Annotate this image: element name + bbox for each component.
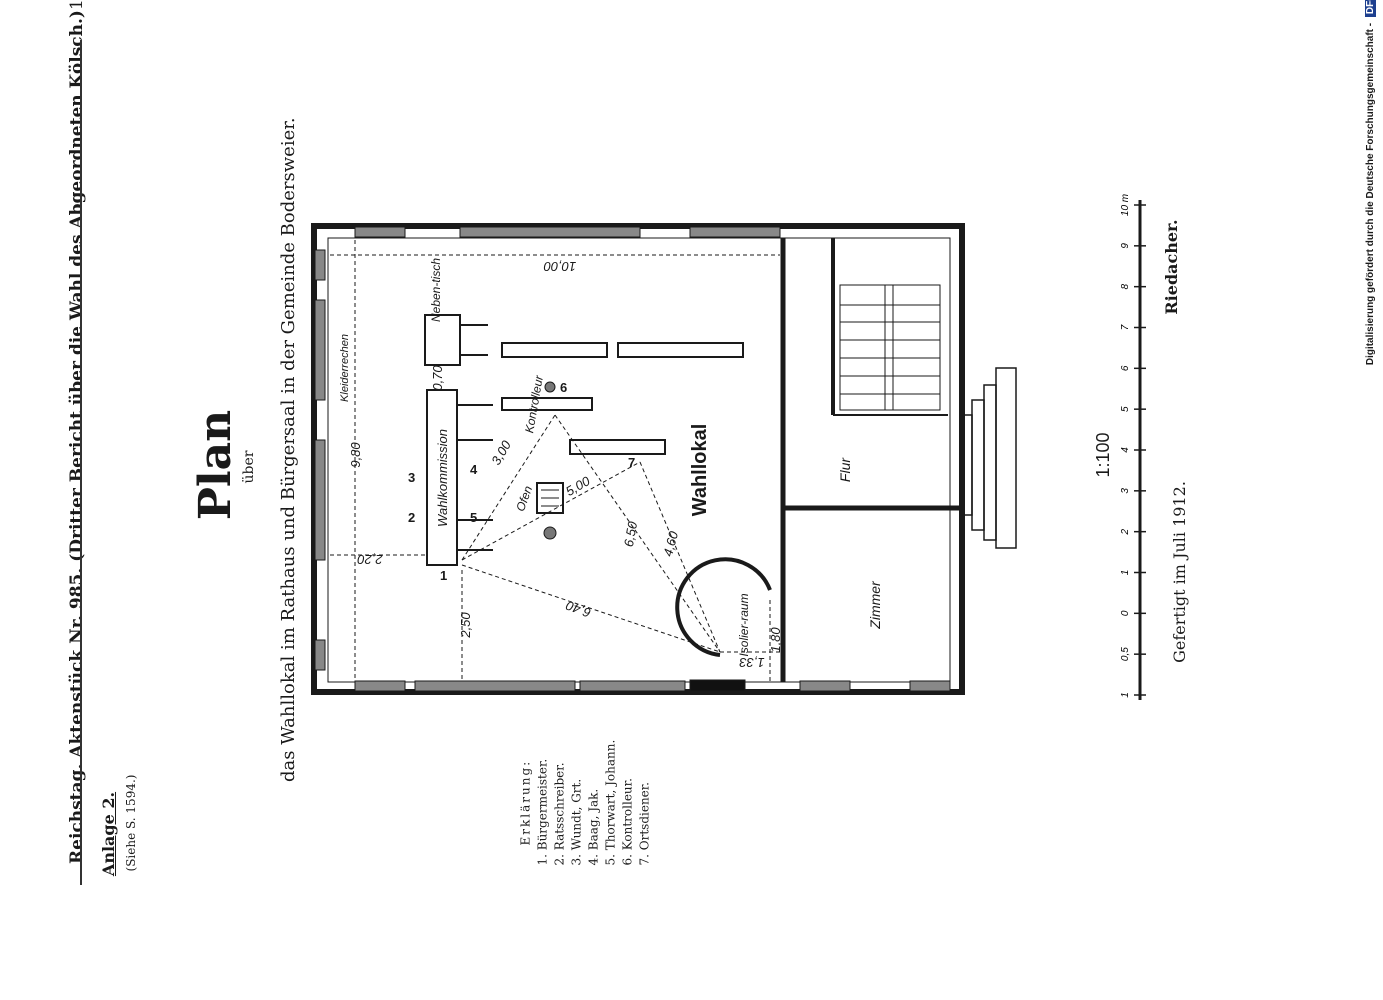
front-steps [961, 367, 1017, 549]
marker-1: 1 [440, 568, 447, 583]
legend-item: 6. Kontrolleur. [620, 778, 635, 866]
side-table [424, 314, 461, 366]
header-rule [80, 40, 82, 885]
label-commission: Wahlkommission [435, 429, 450, 527]
marker-2: 2 [408, 510, 415, 525]
legend-item: 3. Wundt, Grt. [569, 778, 584, 866]
label-controller: Kontrolleur [522, 374, 546, 435]
label-room: Zimmer [867, 580, 883, 630]
dim-d6: 6,50 [621, 520, 640, 548]
scale-tick-label: 5 [1120, 406, 1131, 412]
scale-tick-label: 1 [1120, 570, 1131, 576]
legend-item: 7. Ortsdiener. [637, 781, 652, 866]
legend: Erklärung: 1. Bürgermeister. 2. Ratsschr… [518, 716, 652, 866]
dim-d3: 6,40 [563, 598, 593, 621]
staircase [839, 284, 941, 411]
scale-tick-label: 6 [1120, 365, 1131, 371]
dim-d7: 4,60 [660, 529, 681, 558]
legend-title: Erklärung: [518, 759, 533, 846]
legend-item: 1. Bürgermeister. [535, 758, 550, 866]
scale-tick-label: 0 [1120, 610, 1131, 616]
scale-tick-label: 10 m [1120, 194, 1131, 216]
marker-3: 3 [408, 470, 415, 485]
scale-bar: 1 0,5 0 1 2 3 4 5 6 7 8 9 10 m [1120, 194, 1146, 700]
scale-tick-label: 8 [1120, 283, 1131, 289]
marker-6: 6 [560, 380, 567, 395]
credit-text: Digitalisierung gefördert durch die Deut… [1365, 22, 1376, 366]
label-booth: Isolier-raum [737, 593, 751, 656]
label-side-table: Neben-tisch [429, 258, 443, 322]
dim-d9: 1,80 [768, 627, 783, 653]
dim-d8: 0,70 [430, 365, 445, 391]
dim-d2: 2,50 [458, 612, 473, 639]
scale-tick-label: 0,5 [1120, 647, 1131, 661]
dim-d5: 5,00 [563, 473, 593, 499]
stove [536, 482, 564, 514]
label-stove: Ofen [513, 484, 535, 514]
commission-table [426, 389, 458, 566]
dim-height: 9,80 [348, 442, 363, 468]
label-main-room: Wahllokal [689, 424, 711, 517]
scale-tick-label: 9 [1120, 243, 1131, 249]
label-corridor: Flur [837, 457, 853, 482]
scale-tick-label: 2 [1120, 528, 1131, 535]
dim-d10: 1,33 [739, 655, 765, 670]
legend-item: 5. Thorwart, Johann. [603, 739, 618, 866]
dim-d1: 2,20 [357, 552, 384, 567]
dim-width: 10,00 [543, 259, 576, 274]
outer-wall [311, 223, 965, 695]
scale-tick-label: 4 [1120, 447, 1131, 453]
isolation-booth [675, 557, 772, 657]
tables [424, 314, 744, 566]
dfg-badge: DFG [1365, 0, 1376, 18]
entrance-door [689, 679, 746, 692]
dim-d4: 3,00 [488, 437, 514, 467]
label-coat-rack: Kleiderrechen [339, 334, 351, 402]
plan-date: Gefertigt im Juli 1912. [1170, 481, 1189, 663]
marker-7: 7 [628, 455, 635, 470]
legend-item: 2. Ratsschreiber. [552, 762, 567, 866]
scale-tick-label: 3 [1120, 488, 1131, 494]
dfg-credit: Digitalisierung gefördert durch die Deut… [1365, 0, 1381, 410]
marker-4: 4 [470, 462, 478, 477]
scale-tick-label: 7 [1120, 324, 1131, 330]
marker-5: 5 [470, 510, 477, 525]
scale-tick-label: 1 [1120, 692, 1131, 698]
legend-item: 4. Baag, Jak. [586, 788, 601, 866]
